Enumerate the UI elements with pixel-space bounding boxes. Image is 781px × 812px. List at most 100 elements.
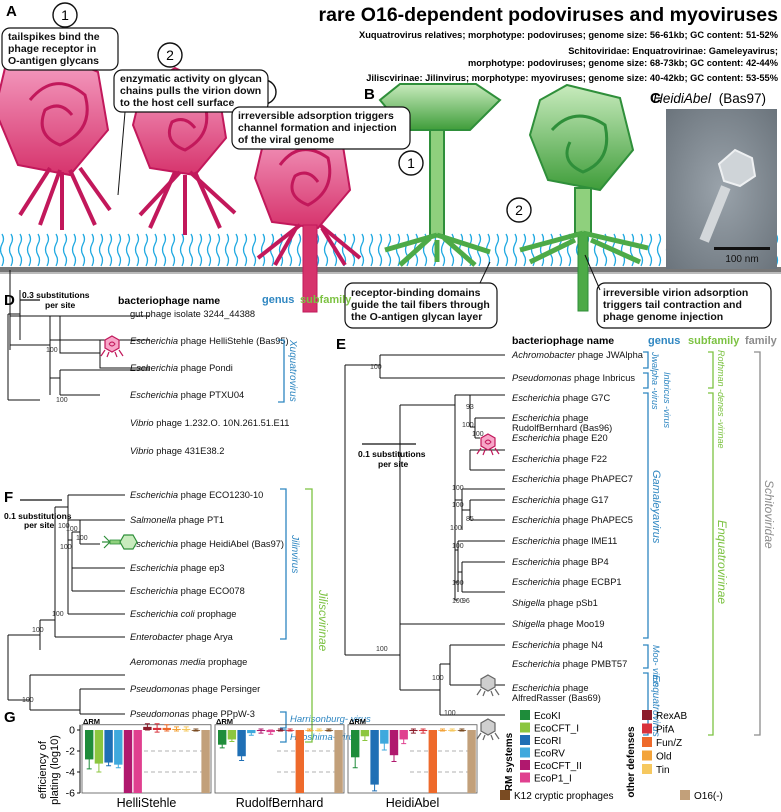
g-error-bar <box>326 728 332 732</box>
e-bootstrap: 93 <box>466 404 474 411</box>
g-y-tick-label: -4 <box>66 767 75 779</box>
svg-text:phage genome injection: phage genome injection <box>603 311 723 323</box>
bubble-a2: enzymatic activity on glycan chains pull… <box>113 69 269 196</box>
panel-g: G efficiency of plating (log10) 0-2-4-6 … <box>4 709 723 810</box>
g-group-label: HelliStehle <box>117 796 177 810</box>
g-group-frame <box>347 724 478 794</box>
g-error-bar <box>459 728 465 732</box>
myovirus-step-2 <box>519 83 649 312</box>
lps-strand <box>17 233 23 267</box>
g-legend-label: K12 cryptic prophages <box>514 791 614 802</box>
g-error-bar <box>239 751 245 761</box>
g-error-bar <box>352 746 358 769</box>
g-bar <box>370 730 379 785</box>
g-bar <box>467 730 476 793</box>
lps-strand <box>494 233 500 267</box>
svg-text:irreversible adsorption trigge: irreversible adsorption triggers <box>238 110 394 122</box>
lps-strand <box>89 233 95 267</box>
tem-title-suffix: (Bas97) <box>719 91 766 106</box>
e-bootstrap: 100 <box>452 543 464 550</box>
e-genus-moo: Moo- virus <box>651 645 661 688</box>
lps-strand <box>368 233 374 267</box>
e-leaf-17: Escherichia phage <box>512 683 589 693</box>
lps-strand <box>80 233 86 267</box>
lps-strand <box>107 233 113 267</box>
g-ylabel-1: efficiency of <box>37 740 49 799</box>
g-ylabel-2: plating (log10) <box>49 735 61 805</box>
g-error-bar <box>86 749 92 770</box>
bubble-a3-line-2: channel formation and injection <box>238 122 397 134</box>
d-genus-label: Xuquatrovirus <box>287 339 298 402</box>
g-y-tick-label: 0 <box>69 725 75 737</box>
g-bar <box>133 730 142 793</box>
g-legend-label: EcoRI <box>534 736 561 747</box>
e-leaf-10: Escherichia phage IME11 <box>512 536 617 546</box>
d-leaf-1: gut phage isolate 3244_44388 <box>130 309 255 319</box>
panel-d: D 0.3 substitutions per site bacteriopha… <box>4 270 298 456</box>
e-leaf-16: Escherichia phage PMBT57 <box>512 659 627 669</box>
e-phage-icon-alfred <box>476 718 500 741</box>
g-error-bar <box>154 723 160 733</box>
e-col-subfamily: subfamily <box>688 335 740 347</box>
subtitle-line-1: Xuquatrovirus relatives; morphotype: pod… <box>359 30 779 40</box>
e-leaf-6: Escherichia phage F22 <box>512 454 607 464</box>
svg-text:triggers tail contraction and: triggers tail contraction and <box>603 299 742 311</box>
f-genus-hiroshima: Hiroshima- virus <box>290 732 359 743</box>
subtitle-line-3: morphotype: podoviruses; genome size: 68… <box>468 58 779 68</box>
g-error-bar <box>164 724 170 732</box>
g-bar <box>104 730 113 763</box>
lps-strand <box>206 233 212 267</box>
g-legend-label: EcoCFT_I <box>534 724 579 735</box>
g-error-bar <box>219 741 225 749</box>
e-bootstrap: 100 <box>452 502 464 509</box>
svg-text:phage receptor in: phage receptor in <box>8 43 96 55</box>
tem-title: HeidiAbel <box>653 91 712 106</box>
f-scale-2: per site <box>24 520 55 530</box>
lps-strand <box>566 233 572 267</box>
g-group-frame <box>81 724 212 794</box>
e-bootstrap: 100 <box>450 525 462 532</box>
f-tree <box>7 494 125 715</box>
f-leaf-7: Enterobacter phage Arya <box>130 632 234 642</box>
e-bootstrap: 100 <box>432 675 444 682</box>
f-leaf-5: Escherichia phage ECO078 <box>130 586 245 596</box>
f-leaf-10: Pseudomonas phage PPpW-3 <box>130 709 255 719</box>
legend-genus: genus <box>262 294 294 306</box>
g-legend-swatch <box>642 737 652 747</box>
g-bar <box>399 730 408 740</box>
g-legend-swatch <box>520 722 530 733</box>
lps-strand <box>593 233 599 267</box>
e-leaf-2: Pseudomonas phage Inbricus <box>512 373 635 383</box>
g-error-bar <box>193 728 199 732</box>
g-legend-label: Old <box>656 752 672 763</box>
lps-strand <box>539 233 545 267</box>
e-leaf-5: Escherichia phage E20 <box>512 433 608 443</box>
g-bar <box>94 730 104 764</box>
e-scale-2: per site <box>378 459 409 469</box>
g-bar <box>227 730 237 740</box>
e-tree <box>344 354 505 716</box>
lps-strand <box>179 233 185 267</box>
d-scale-2: per site <box>45 300 76 310</box>
g-bar <box>295 730 304 793</box>
g-delta-rm-label: ΔRM <box>349 717 366 726</box>
g-legend-swatch <box>642 750 652 761</box>
e-col-family: family <box>745 335 778 347</box>
d-header: bacteriophage name <box>118 295 220 307</box>
g-legend-other-title: other defenses <box>626 726 637 798</box>
g-error-bar <box>316 728 322 732</box>
e-leaf-9: Escherichia phage PhAPEC5 <box>512 515 633 525</box>
d-boot-1: 100 <box>46 347 58 354</box>
lps-strand <box>503 233 509 267</box>
svg-text:guide the tail fibers through: guide the tail fibers through <box>351 299 490 311</box>
g-error-bar <box>258 728 264 734</box>
g-error-bar <box>144 723 150 731</box>
e-family-label: Schitoviridae <box>762 480 776 549</box>
g-bar <box>351 730 360 758</box>
e-phage-icon-n4 <box>476 674 500 697</box>
e-col-genus: genus <box>648 335 680 347</box>
subtitle-line-2: Schitoviridae: Enquatrovirinae: Gameleya… <box>568 46 778 56</box>
g-legend-label: PifA <box>656 725 675 736</box>
lps-strand <box>359 233 365 267</box>
